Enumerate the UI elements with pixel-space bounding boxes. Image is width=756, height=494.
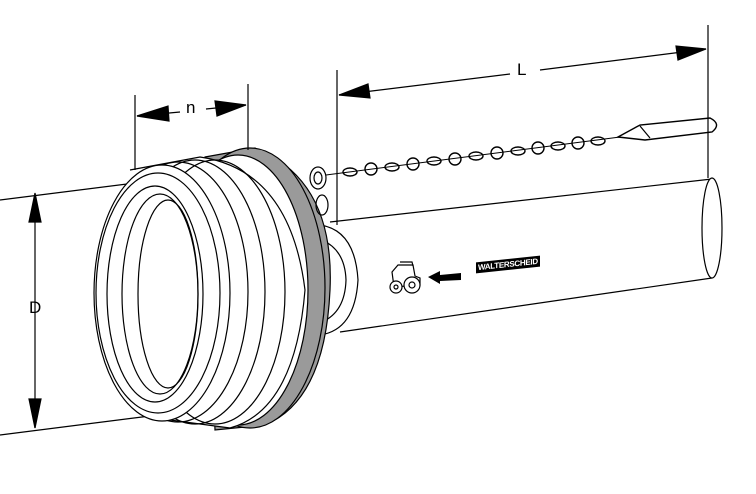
tractor-icon	[389, 261, 421, 294]
dimension-l	[336, 25, 709, 225]
safety-chain-icon	[309, 117, 718, 216]
dimension-d	[28, 192, 42, 429]
overlap-label: n	[186, 98, 196, 117]
length-label: L	[517, 60, 527, 79]
guard-tube	[0, 177, 723, 436]
dimension-n	[134, 84, 249, 170]
direction-arrow-icon	[428, 271, 461, 284]
bellows-cone	[93, 156, 306, 429]
diameter-label: D	[29, 298, 42, 317]
